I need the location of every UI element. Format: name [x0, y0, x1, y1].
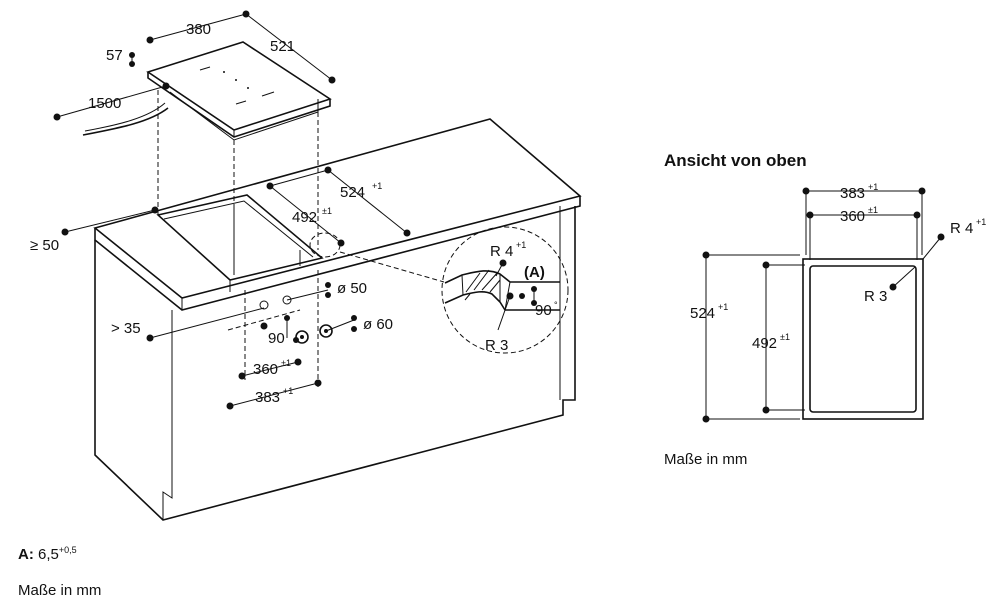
dim-bottom-360: 360 ±1: [238, 358, 302, 380]
top-view-title: Ansicht von oben: [664, 151, 807, 170]
footnote-a-value: 6,5: [38, 546, 59, 563]
top-radius-outer: R 4 +1: [922, 217, 986, 260]
footnote-units: Maße in mm: [18, 582, 102, 599]
top-dim-492-label: 492: [752, 335, 777, 352]
top-dim-360-tol: ±1: [868, 205, 878, 215]
dim-521-label: 521: [270, 38, 295, 55]
edge-detail: R 4 +1 (A) 90 ° R 3: [309, 226, 569, 354]
dim-edge-35: > 35: [111, 307, 268, 342]
detail-angle-label: 90: [535, 302, 552, 319]
cutout-opening: [156, 194, 324, 292]
dim-bottom-360-label: 360: [253, 361, 278, 378]
dim-57-label: 57: [106, 47, 123, 64]
dim-edge-35-label: > 35: [111, 320, 141, 337]
dim-524: 524 +1: [269, 166, 411, 237]
top-dim-524-tol: +1: [718, 302, 728, 312]
detail-angle-unit: °: [554, 300, 558, 310]
top-dim-383: 383 +1: [802, 182, 926, 255]
top-view: 383 +1 360 ±1 R 4 +1 R 3: [690, 182, 986, 423]
detail-r3-label: R 3: [485, 337, 508, 354]
dim-524-label: 524: [340, 184, 365, 201]
dim-492: 492 ±1: [266, 182, 345, 247]
dim-492-label: 492: [292, 209, 317, 226]
top-dim-383-tol: +1: [868, 182, 878, 192]
top-dim-360-label: 360: [840, 208, 865, 225]
dim-front-50: ≥ 50: [30, 206, 159, 254]
top-view-units: Maße in mm: [664, 451, 748, 468]
detail-r4-tol: +1: [516, 240, 526, 250]
dim-bottom-360-tol: ±1: [281, 358, 291, 368]
dim-spacing-90: 90: [268, 315, 299, 347]
dim-front-50-label: ≥ 50: [30, 237, 59, 254]
top-dim-524: 524 +1: [690, 251, 800, 423]
top-r4-label: R 4: [950, 220, 973, 237]
top-dim-360: 360 ±1: [806, 205, 921, 260]
dim-380: 380: [146, 10, 250, 44]
dim-1500: 1500: [53, 82, 170, 121]
dim-hole-60-label: ø 60: [363, 316, 393, 333]
dim-bottom-383-label: 383: [255, 389, 280, 406]
countertop-cabinet: [93, 118, 582, 521]
dim-524-tol: +1: [372, 181, 382, 191]
detail-r4-label: R 4: [490, 243, 513, 260]
dim-hole-50: ø 50: [286, 280, 367, 301]
detail-marker-a: (A): [524, 264, 545, 281]
top-dim-383-label: 383: [840, 185, 865, 202]
dim-1500-label: 1500: [88, 95, 121, 112]
dim-57: 57: [106, 47, 135, 67]
dim-hole-60: ø 60: [325, 315, 393, 333]
dim-hole-50-label: ø 50: [337, 280, 367, 297]
dim-380-label: 380: [186, 21, 211, 38]
top-r3-label: R 3: [864, 288, 887, 305]
top-radius-inner: R 3: [864, 266, 916, 305]
dim-spacing-90-label: 90: [268, 330, 285, 347]
dim-521: 521: [245, 13, 336, 84]
top-dim-524-label: 524: [690, 305, 715, 322]
dim-bottom-383: 383 +1: [226, 379, 322, 410]
cooktop-appliance: [82, 41, 332, 250]
footnote-a: A: 6,5+0,5: [18, 545, 77, 563]
footnote-a-label: A:: [18, 546, 34, 563]
top-r4-tol: +1: [976, 217, 986, 227]
dim-bottom-383-tol: +1: [283, 386, 293, 396]
top-dim-492-tol: ±1: [780, 332, 790, 342]
top-dim-492: 492 ±1: [752, 261, 805, 414]
dim-492-tol: ±1: [322, 206, 332, 216]
footnote-a-tolerance: +0,5: [58, 545, 77, 555]
